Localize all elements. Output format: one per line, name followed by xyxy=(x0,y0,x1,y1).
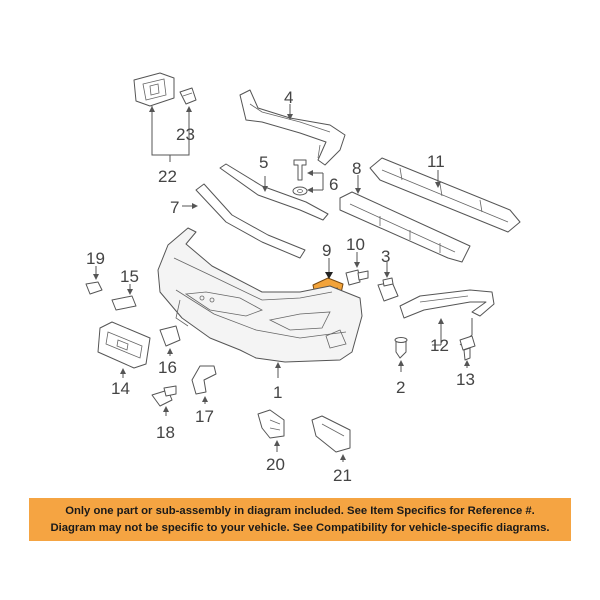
callout-19: 19 xyxy=(86,249,105,268)
bolt-part-6 xyxy=(292,159,324,196)
reinforcement-part-8 xyxy=(339,175,471,263)
callout-10: 10 xyxy=(346,235,365,254)
callout-5: 5 xyxy=(259,153,268,172)
callout-23: 23 xyxy=(176,125,195,144)
bar-strip-part-5 xyxy=(219,163,329,221)
clip-part-16 xyxy=(159,325,181,356)
callout-4: 4 xyxy=(284,88,293,107)
bracket-part-17 xyxy=(191,365,217,404)
sensor-part-18 xyxy=(151,385,177,416)
callout-3: 3 xyxy=(381,247,390,266)
clip-part-23 xyxy=(179,87,197,105)
callout-18: 18 xyxy=(156,423,175,442)
side-bracket-part-12 xyxy=(399,289,495,346)
callout-14: 14 xyxy=(111,379,130,398)
fastener-part-19 xyxy=(85,266,103,295)
callout-11: 11 xyxy=(427,152,445,171)
callout-20: 20 xyxy=(266,455,285,474)
absorber-part-11 xyxy=(369,157,521,233)
callout-7: 7 xyxy=(170,198,179,217)
callout-1: 1 xyxy=(273,383,282,402)
callout-16: 16 xyxy=(158,358,177,377)
fastener-part-2 xyxy=(394,337,408,372)
callout-17: 17 xyxy=(195,407,214,426)
sensor-part-20 xyxy=(257,409,285,452)
disclaimer-line-1: Only one part or sub-assembly in diagram… xyxy=(65,504,535,517)
callout-15: 15 xyxy=(120,267,139,286)
callout-numbers: 1 2 3 4 5 6 7 8 9 10 11 12 13 14 15 16 1… xyxy=(86,88,475,485)
callout-2: 2 xyxy=(396,378,405,397)
disclaimer-banner: Only one part or sub-assembly in diagram… xyxy=(29,498,571,541)
sensor-bracket-part-21 xyxy=(311,415,351,462)
bolt-part-13 xyxy=(459,335,476,368)
lower-strip-part-7 xyxy=(182,183,306,259)
emblem-part-22 xyxy=(133,72,175,107)
callout-12: 12 xyxy=(430,336,449,355)
bracket-part-15 xyxy=(111,284,137,311)
callout-leaders-22-23 xyxy=(149,106,192,162)
disclaimer-line-2: Diagram may not be specific to your vehi… xyxy=(50,521,550,534)
callout-22: 22 xyxy=(158,167,177,186)
callout-8: 8 xyxy=(352,159,361,178)
callout-21: 21 xyxy=(333,466,352,485)
callout-13: 13 xyxy=(456,370,475,389)
upper-support-part-4 xyxy=(239,89,346,166)
callout-9: 9 xyxy=(322,241,331,260)
clip-part-3 xyxy=(377,262,399,302)
license-base-part-14 xyxy=(97,321,151,378)
callout-6: 6 xyxy=(329,175,338,194)
bumper-cover-part-1 xyxy=(157,227,363,378)
bolt-part-10 xyxy=(345,252,369,286)
